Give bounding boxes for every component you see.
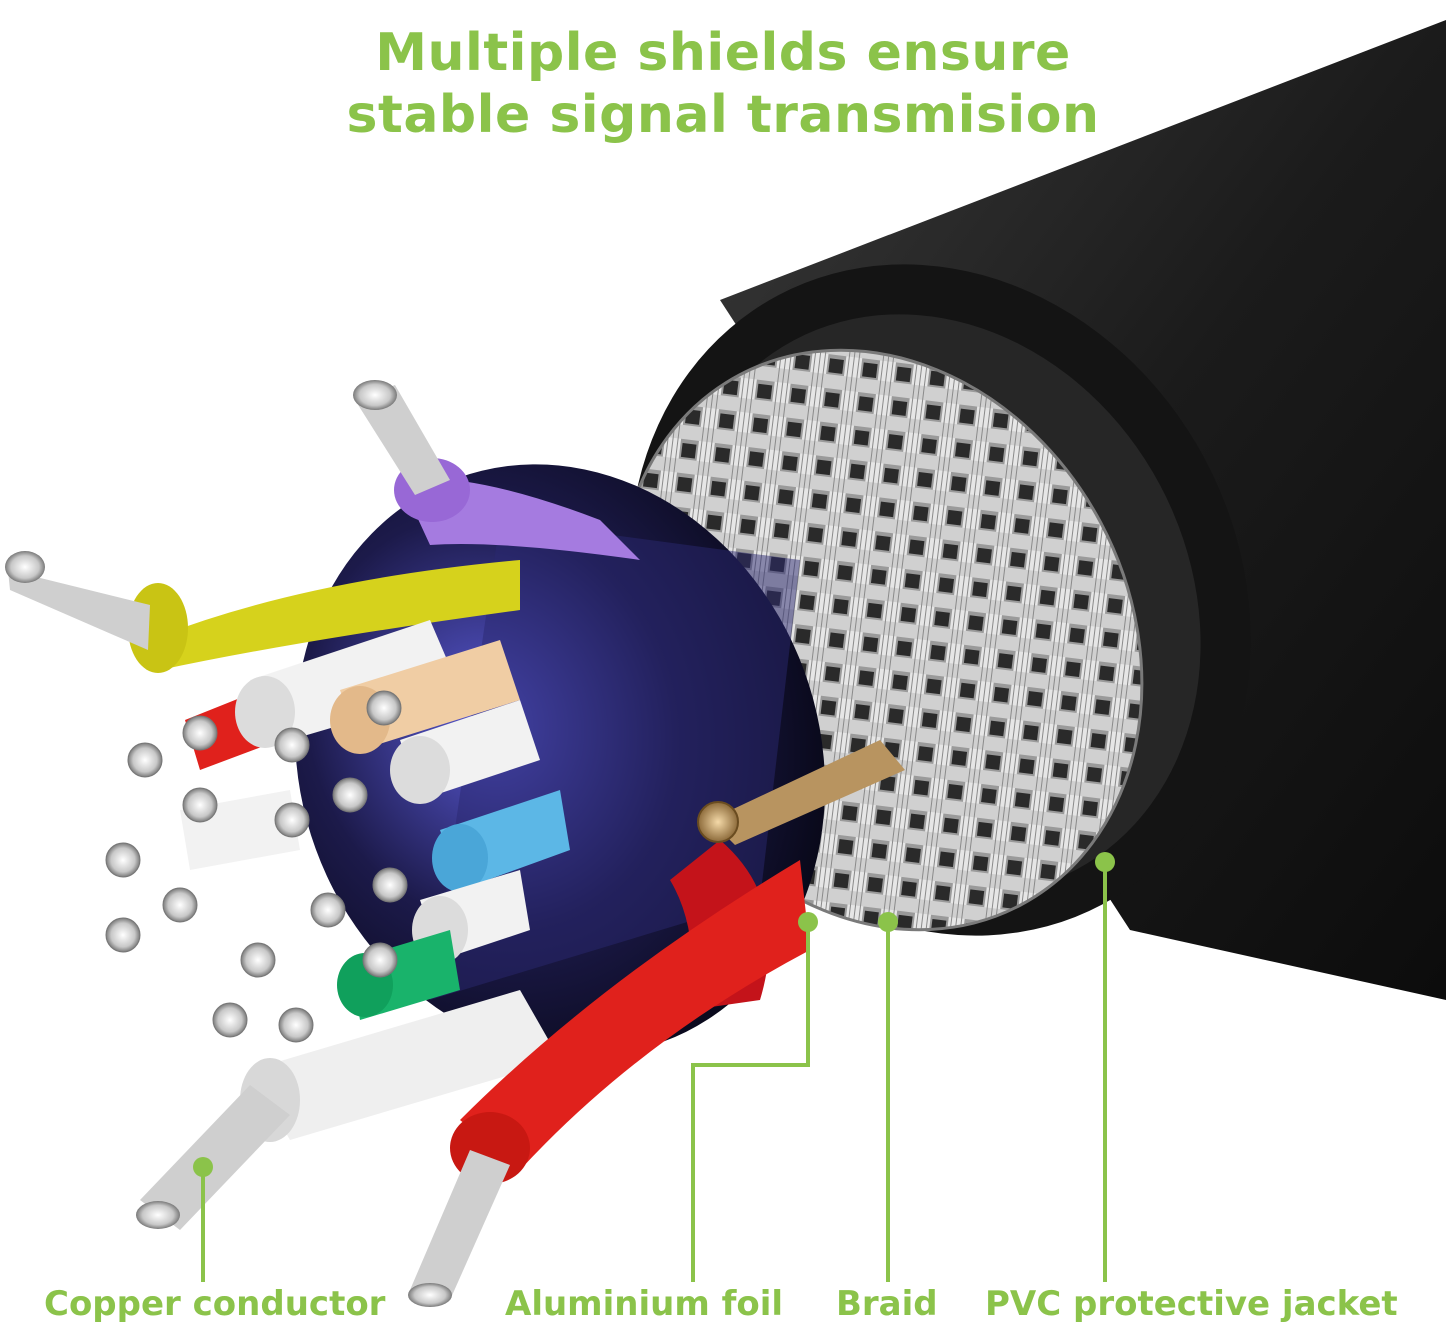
purple-wire xyxy=(353,380,640,560)
copper-drain-wire xyxy=(697,740,905,845)
title-line-2: stable signal transmision xyxy=(346,85,1100,145)
callout-lines xyxy=(193,852,1115,1282)
conductor-ends xyxy=(105,690,452,1307)
callout-copper xyxy=(193,1157,213,1282)
signal-wires xyxy=(140,620,810,1300)
yellow-wire xyxy=(5,551,520,673)
callout-braid xyxy=(878,912,898,1282)
callout-jacket xyxy=(1095,852,1115,1282)
label-pvc-protective-jacket: PVC protective jacket xyxy=(985,1284,1398,1324)
diagram-title: Multiple shields ensure stable signal tr… xyxy=(0,22,1446,146)
title-line-1: Multiple shields ensure xyxy=(375,23,1071,83)
label-copper-conductor: Copper conductor xyxy=(44,1284,386,1324)
callout-foil xyxy=(691,912,818,1282)
label-aluminium-foil: Aluminium foil xyxy=(505,1284,784,1324)
label-braid: Braid xyxy=(836,1284,938,1324)
